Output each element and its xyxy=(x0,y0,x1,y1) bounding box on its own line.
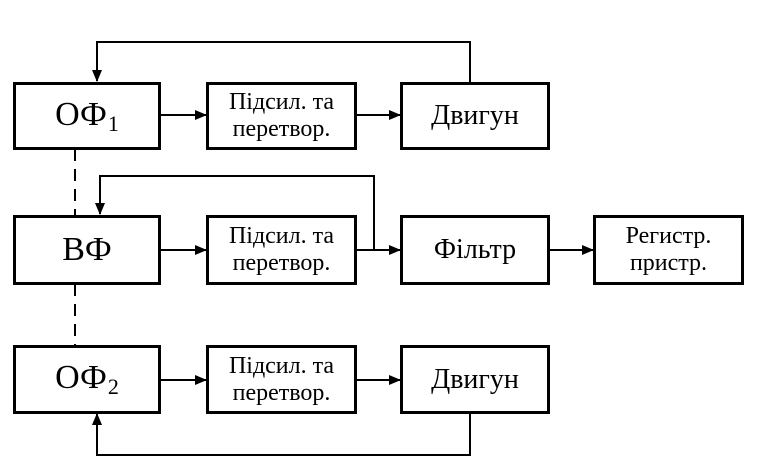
recorder-line2: пристр. xyxy=(629,250,708,276)
motor2-box: Двигун xyxy=(400,345,550,414)
recorder-line1: Регистр. xyxy=(625,223,712,249)
amp1-line1: Підсил. та xyxy=(228,89,335,115)
sensor-vf-box: ВФ xyxy=(13,215,161,285)
filter-box: Фільтр xyxy=(400,215,550,285)
motor2-label: Двигун xyxy=(431,363,519,395)
amp3-line2: перетвор. xyxy=(232,379,331,406)
motor1-label: Двигун xyxy=(431,100,519,131)
feedback-amp2-to-vf xyxy=(95,175,375,250)
motor1-box: Двигун xyxy=(400,82,550,150)
feedback-motor2-to-of2 xyxy=(92,412,471,456)
sensor-of1-label: ОФ1 xyxy=(55,95,119,136)
sensor-of2-label: ОФ2 xyxy=(55,359,119,399)
amp1-box: Підсил. та перетвор. xyxy=(206,82,357,150)
amp3-line1: Підсил. та xyxy=(228,352,335,379)
sensor-vf-label: ВФ xyxy=(62,231,112,268)
recorder-box: Регистр. пристр. xyxy=(593,215,744,285)
amp2-line2: перетвор. xyxy=(232,250,331,276)
amp2-box: Підсил. та перетвор. xyxy=(206,215,357,285)
filter-label: Фільтр xyxy=(433,234,517,265)
amp1-line2: перетвор. xyxy=(232,116,331,142)
feedback-motor1-to-of1 xyxy=(92,41,471,83)
sensor-of2-box: ОФ2 xyxy=(13,345,161,414)
amp3-box: Підсил. та перетвор. xyxy=(206,345,357,414)
sensor-of1-box: ОФ1 xyxy=(13,82,161,150)
amp2-line1: Підсил. та xyxy=(228,223,335,249)
